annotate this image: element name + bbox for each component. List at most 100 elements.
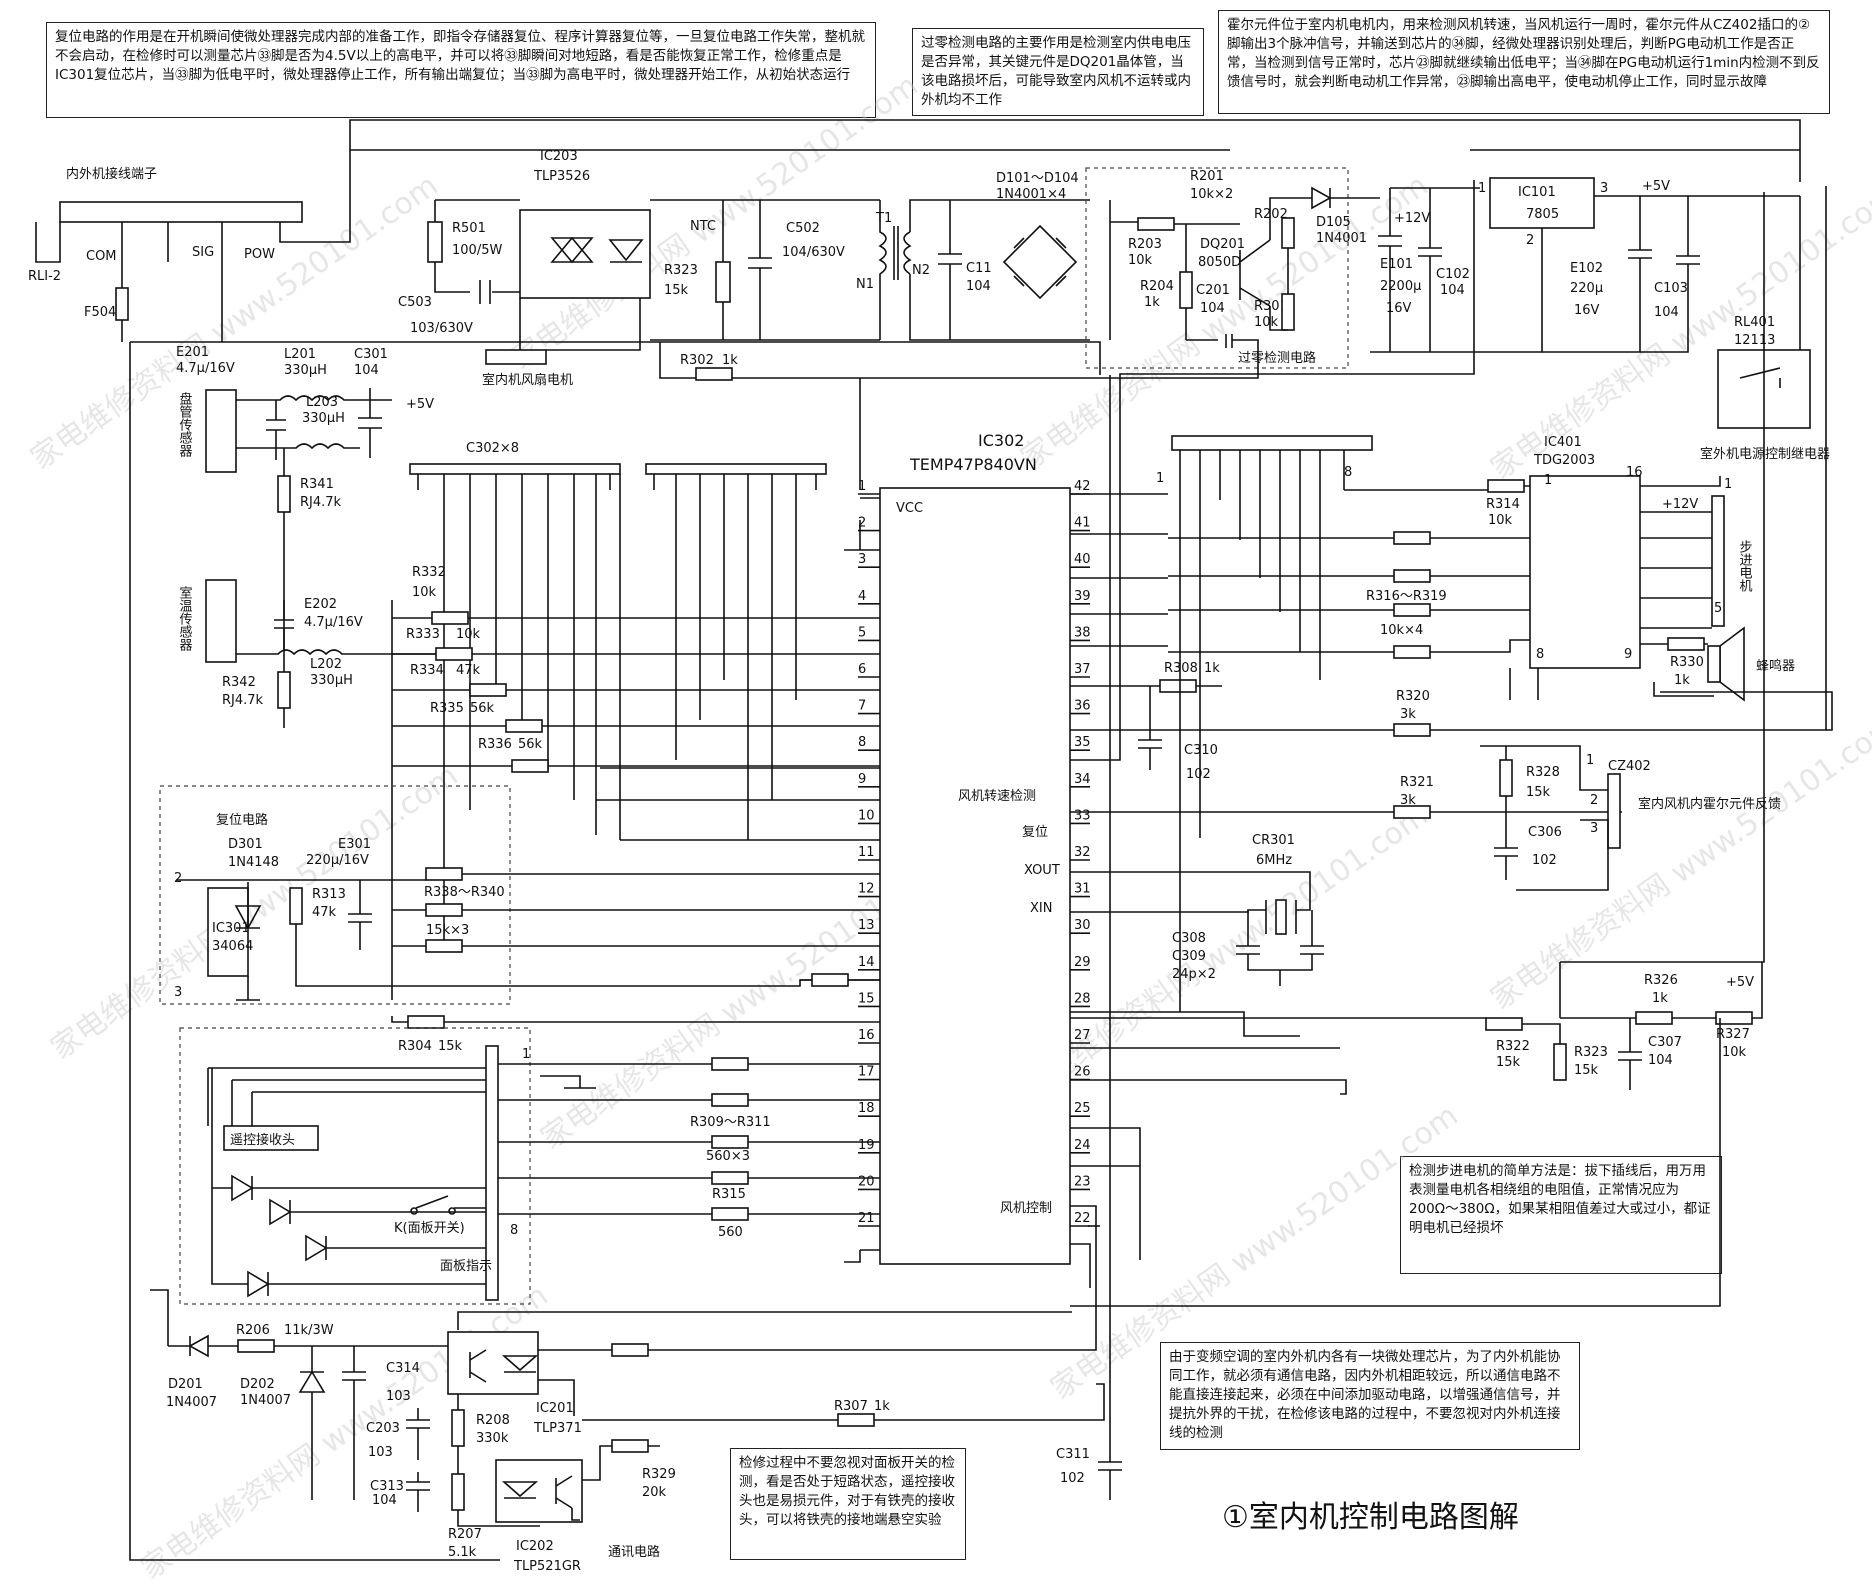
svg-text:VCC: VCC — [896, 501, 923, 516]
mcu-pin-number: 2 — [858, 516, 866, 531]
svg-text:R335: R335 — [430, 701, 464, 716]
mcu-pin-number: 24 — [1074, 1138, 1091, 1153]
mcu-pin-number: 27 — [1074, 1028, 1091, 1043]
svg-text:104: 104 — [966, 279, 991, 294]
svg-text:102: 102 — [1532, 853, 1557, 868]
svg-text:C203: C203 — [366, 1421, 400, 1436]
svg-text:K(面板开关): K(面板开关) — [394, 1221, 465, 1236]
svg-text:5.1k: 5.1k — [448, 1545, 477, 1560]
svg-text:D201: D201 — [168, 1377, 203, 1392]
svg-text:R206: R206 — [236, 1323, 270, 1338]
svg-text:TDG2003: TDG2003 — [1533, 453, 1595, 468]
svg-text:R207: R207 — [448, 1527, 482, 1542]
mcu-right-pins: 4241403938373635343332313029282726252423… — [1070, 479, 1091, 1227]
mcu-pin-number: 11 — [858, 845, 875, 860]
mcu-pin-number: 28 — [1074, 991, 1091, 1006]
watermark: 家电维修资料网 www.520101.com — [1015, 168, 1435, 477]
svg-text:+12V: +12V — [1662, 497, 1698, 512]
svg-text:NTC: NTC — [690, 219, 716, 234]
svg-text:IC301: IC301 — [212, 921, 250, 936]
svg-text:103/630V: 103/630V — [410, 321, 473, 336]
note-comm: 由于变频空调的室内外机内各有一块微处理芯片，为了内外机能协同工作，就必须有通信电… — [1160, 1342, 1580, 1450]
r308-c310: R308 1k C310 102 — [1138, 661, 1220, 782]
svg-text:2: 2 — [1590, 793, 1598, 808]
svg-text:104: 104 — [372, 1493, 397, 1508]
svg-text:2200μ: 2200μ — [1380, 279, 1421, 294]
mcu-pin-number: 15 — [858, 991, 875, 1006]
svg-text:8050D: 8050D — [1198, 255, 1241, 270]
svg-text:C302×8: C302×8 — [466, 441, 519, 456]
svg-text:步进电机: 步进电机 — [1737, 540, 1753, 593]
svg-text:R203: R203 — [1128, 237, 1162, 252]
svg-text:1: 1 — [1724, 477, 1732, 492]
svg-text:10k: 10k — [456, 627, 481, 642]
input-resistors: R332 10k R333 10k R334 47k R335 56k R336… — [406, 565, 549, 773]
svg-text:10k×4: 10k×4 — [1380, 623, 1423, 638]
mcu-pin-number: 35 — [1074, 735, 1091, 750]
svg-text:1: 1 — [1586, 753, 1594, 768]
svg-text:1N4007: 1N4007 — [166, 1395, 217, 1410]
svg-text:R321: R321 — [1400, 775, 1434, 790]
svg-text:CZ402: CZ402 — [1608, 759, 1651, 774]
svg-text:R323: R323 — [1574, 1045, 1608, 1060]
svg-text:C310: C310 — [1184, 743, 1218, 758]
svg-text:47k: 47k — [312, 905, 337, 920]
svg-text:D101～D104: D101～D104 — [996, 171, 1079, 186]
svg-text:TEMP47P840VN: TEMP47P840VN — [909, 455, 1037, 474]
svg-text:COM: COM — [86, 249, 117, 264]
svg-text:330k: 330k — [476, 1431, 509, 1446]
svg-text:12113: 12113 — [1734, 333, 1775, 348]
svg-text:5: 5 — [1714, 601, 1722, 616]
svg-text:E201: E201 — [176, 345, 209, 360]
svg-text:6MHz: 6MHz — [1256, 853, 1292, 868]
svg-text:R330: R330 — [1670, 655, 1704, 670]
stepper-motor-connector: 步进电机 1 5 — [1711, 477, 1753, 627]
svg-text:D202: D202 — [240, 1377, 275, 1392]
mcu-pin-number: 30 — [1074, 918, 1091, 933]
svg-text:R308: R308 — [1164, 661, 1198, 676]
svg-text:16: 16 — [1626, 465, 1643, 480]
svg-text:3: 3 — [174, 985, 182, 1000]
svg-text:R304: R304 — [398, 1039, 432, 1054]
r501: R501 100/5W C503 103/630V — [398, 221, 502, 336]
svg-text:风机转速检测: 风机转速检测 — [958, 789, 1036, 804]
c311: C311 102 — [1056, 1420, 1122, 1500]
svg-text:R327: R327 — [1716, 1027, 1750, 1042]
note-stepper: 检测步进电机的简单方法是：拔下插线后，用万用表测量电机各相绕组的电阻值，正常情况… — [1400, 1156, 1722, 1274]
svg-text:10k: 10k — [1488, 513, 1513, 528]
mcu-pin-number: 13 — [858, 918, 875, 933]
ic401-driver: 1 8 IC401 TDG2003 1 16 8 9 R314 10k R316… — [1156, 435, 1698, 669]
svg-text:C103: C103 — [1654, 281, 1688, 296]
room-sensor: 室温传感器 E202 4.7μ/16V L202 330μH R342 RJ4.… — [177, 579, 444, 728]
mcu-pin-number: 4 — [858, 589, 866, 604]
mcu-pin-number: 14 — [858, 955, 875, 970]
svg-text:2: 2 — [174, 871, 182, 886]
ic302-mcu: IC302 TEMP47P840VN VCC 风机转速检测 复位 XOUT XI… — [858, 431, 1091, 1265]
svg-text:R322: R322 — [1496, 1039, 1530, 1054]
svg-text:DQ201: DQ201 — [1200, 237, 1245, 252]
svg-text:1N4001×4: 1N4001×4 — [996, 187, 1066, 202]
svg-text:1k: 1k — [722, 353, 738, 368]
svg-text:R342: R342 — [222, 675, 256, 690]
svg-text:3: 3 — [1600, 181, 1608, 196]
svg-text:1k: 1k — [1652, 991, 1668, 1006]
svg-text:L201: L201 — [284, 347, 316, 362]
svg-text:+5V: +5V — [406, 397, 434, 412]
svg-text:1k: 1k — [1144, 295, 1160, 310]
svg-text:R309～R311: R309～R311 — [690, 1115, 771, 1130]
svg-text:102: 102 — [1186, 767, 1211, 782]
svg-text:1N4001: 1N4001 — [1316, 231, 1367, 246]
svg-text:复位: 复位 — [1022, 825, 1048, 840]
svg-text:15k: 15k — [1496, 1055, 1521, 1070]
pipe-sensor: 盘管传感器 E201 4.7μ/16V L201 330μH C301 104 … — [176, 345, 434, 650]
svg-text:F504: F504 — [84, 305, 116, 320]
svg-text:E102: E102 — [1570, 261, 1603, 276]
mcu-pin-number: 40 — [1074, 552, 1091, 567]
relay-rl401: RL401 12113 室外机电源控制继电器 — [1700, 315, 1830, 462]
svg-text:330μH: 330μH — [310, 673, 353, 688]
svg-text:D105: D105 — [1316, 215, 1351, 230]
note-panel: 检修过程中不要忽视对面板开关的检测，看是否处于短路状态，遥控接收头也是易损元件，… — [730, 1448, 966, 1560]
svg-text:R329: R329 — [642, 1467, 676, 1482]
